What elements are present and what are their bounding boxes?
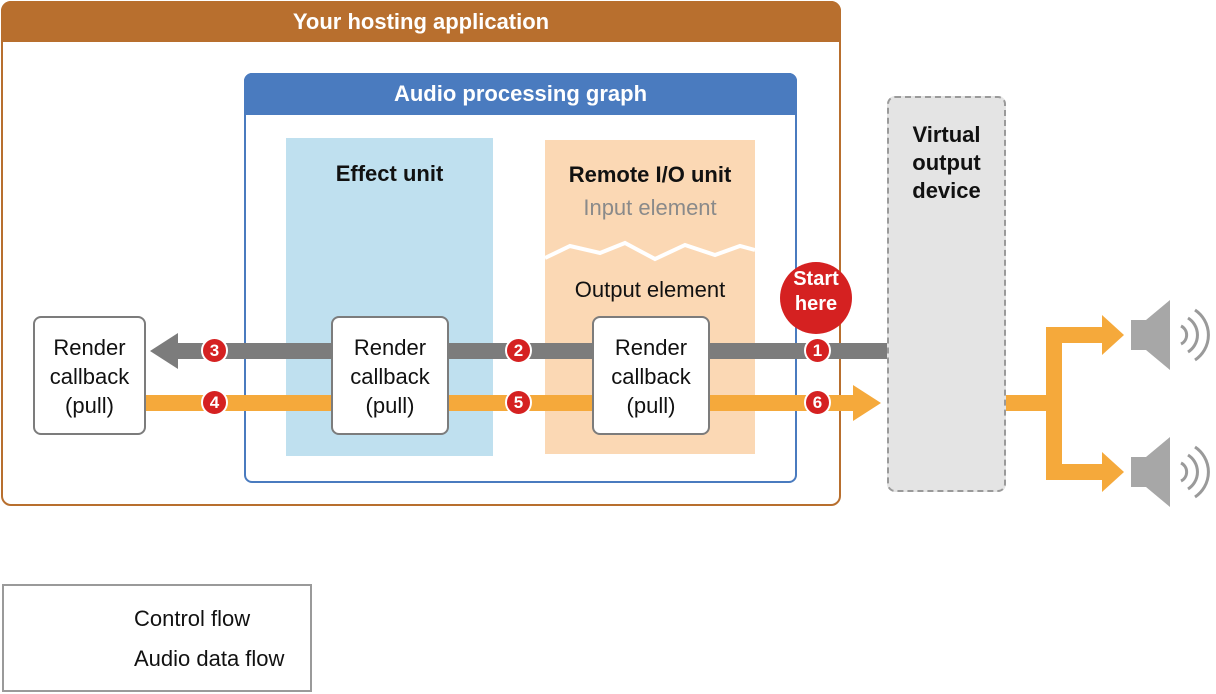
audio-processing-graph-title: Audio processing graph bbox=[244, 73, 797, 115]
device-out-segment bbox=[1006, 395, 1050, 411]
split-vertical-segment bbox=[1046, 327, 1062, 480]
legend-control-flow-label: Control flow bbox=[134, 606, 251, 631]
audio-arrow-segment-3 bbox=[709, 395, 855, 411]
callback-line-3: (pull) bbox=[365, 393, 415, 418]
audio-flow-arrows bbox=[146, 315, 1124, 492]
control-flow-arrows bbox=[150, 333, 887, 369]
arrowhead-bottom-speaker bbox=[1102, 452, 1124, 492]
callback-line-3: (pull) bbox=[626, 393, 676, 418]
render-callback-remote-io: Render callback (pull) bbox=[592, 316, 710, 435]
start-line-1: Start bbox=[793, 268, 839, 290]
audio-arrowhead-to-device bbox=[853, 385, 881, 421]
speaker-icon bbox=[1131, 437, 1210, 507]
hosting-application-title: Your hosting application bbox=[1, 1, 841, 42]
control-arrow-segment-3 bbox=[176, 343, 332, 359]
vod-line-1: Virtual bbox=[912, 122, 981, 147]
remote-io-unit-title: Remote I/O unit bbox=[568, 162, 732, 187]
vod-line-2: output bbox=[912, 150, 981, 175]
audio-arrow-segment-1 bbox=[146, 395, 332, 411]
callback-line-2: callback bbox=[49, 364, 130, 389]
callback-line-3: (pull) bbox=[65, 393, 114, 418]
callback-line-1: Render bbox=[53, 335, 126, 360]
vod-line-3: device bbox=[912, 178, 981, 203]
start-here-badge: Start here bbox=[780, 262, 852, 334]
step-badge-1: 1 bbox=[804, 337, 831, 364]
render-callback-effect-unit: Render callback (pull) bbox=[331, 316, 449, 435]
legend-audio-data-flow-label: Audio data flow bbox=[134, 646, 285, 671]
callback-line-1: Render bbox=[353, 335, 427, 360]
arrowhead-top-speaker bbox=[1102, 315, 1124, 355]
output-element-label: Output element bbox=[574, 277, 726, 302]
step-badge-5: 5 bbox=[505, 389, 532, 416]
callback-line-2: callback bbox=[350, 364, 430, 389]
callback-line-1: Render bbox=[614, 335, 688, 360]
step-badge-4: 4 bbox=[201, 389, 228, 416]
branch-bottom-segment bbox=[1046, 464, 1106, 480]
step-badge-3: 3 bbox=[201, 337, 228, 364]
start-line-2: here bbox=[794, 293, 838, 315]
virtual-output-device-label: Virtual output device bbox=[887, 121, 1006, 205]
step-badge-6: 6 bbox=[804, 389, 831, 416]
effect-unit-title: Effect unit bbox=[335, 161, 444, 186]
element-divider bbox=[544, 240, 756, 262]
branch-top-segment bbox=[1046, 327, 1106, 343]
virtual-output-device bbox=[887, 96, 1006, 492]
step-badge-2: 2 bbox=[505, 337, 532, 364]
speaker-icon bbox=[1131, 300, 1210, 370]
render-callback-host: Render callback (pull) bbox=[33, 316, 146, 435]
callback-line-2: callback bbox=[611, 364, 691, 389]
control-arrowhead bbox=[150, 333, 178, 369]
legend bbox=[2, 584, 312, 692]
control-arrow-segment-1 bbox=[709, 343, 887, 359]
input-element-label: Input element bbox=[583, 195, 717, 220]
